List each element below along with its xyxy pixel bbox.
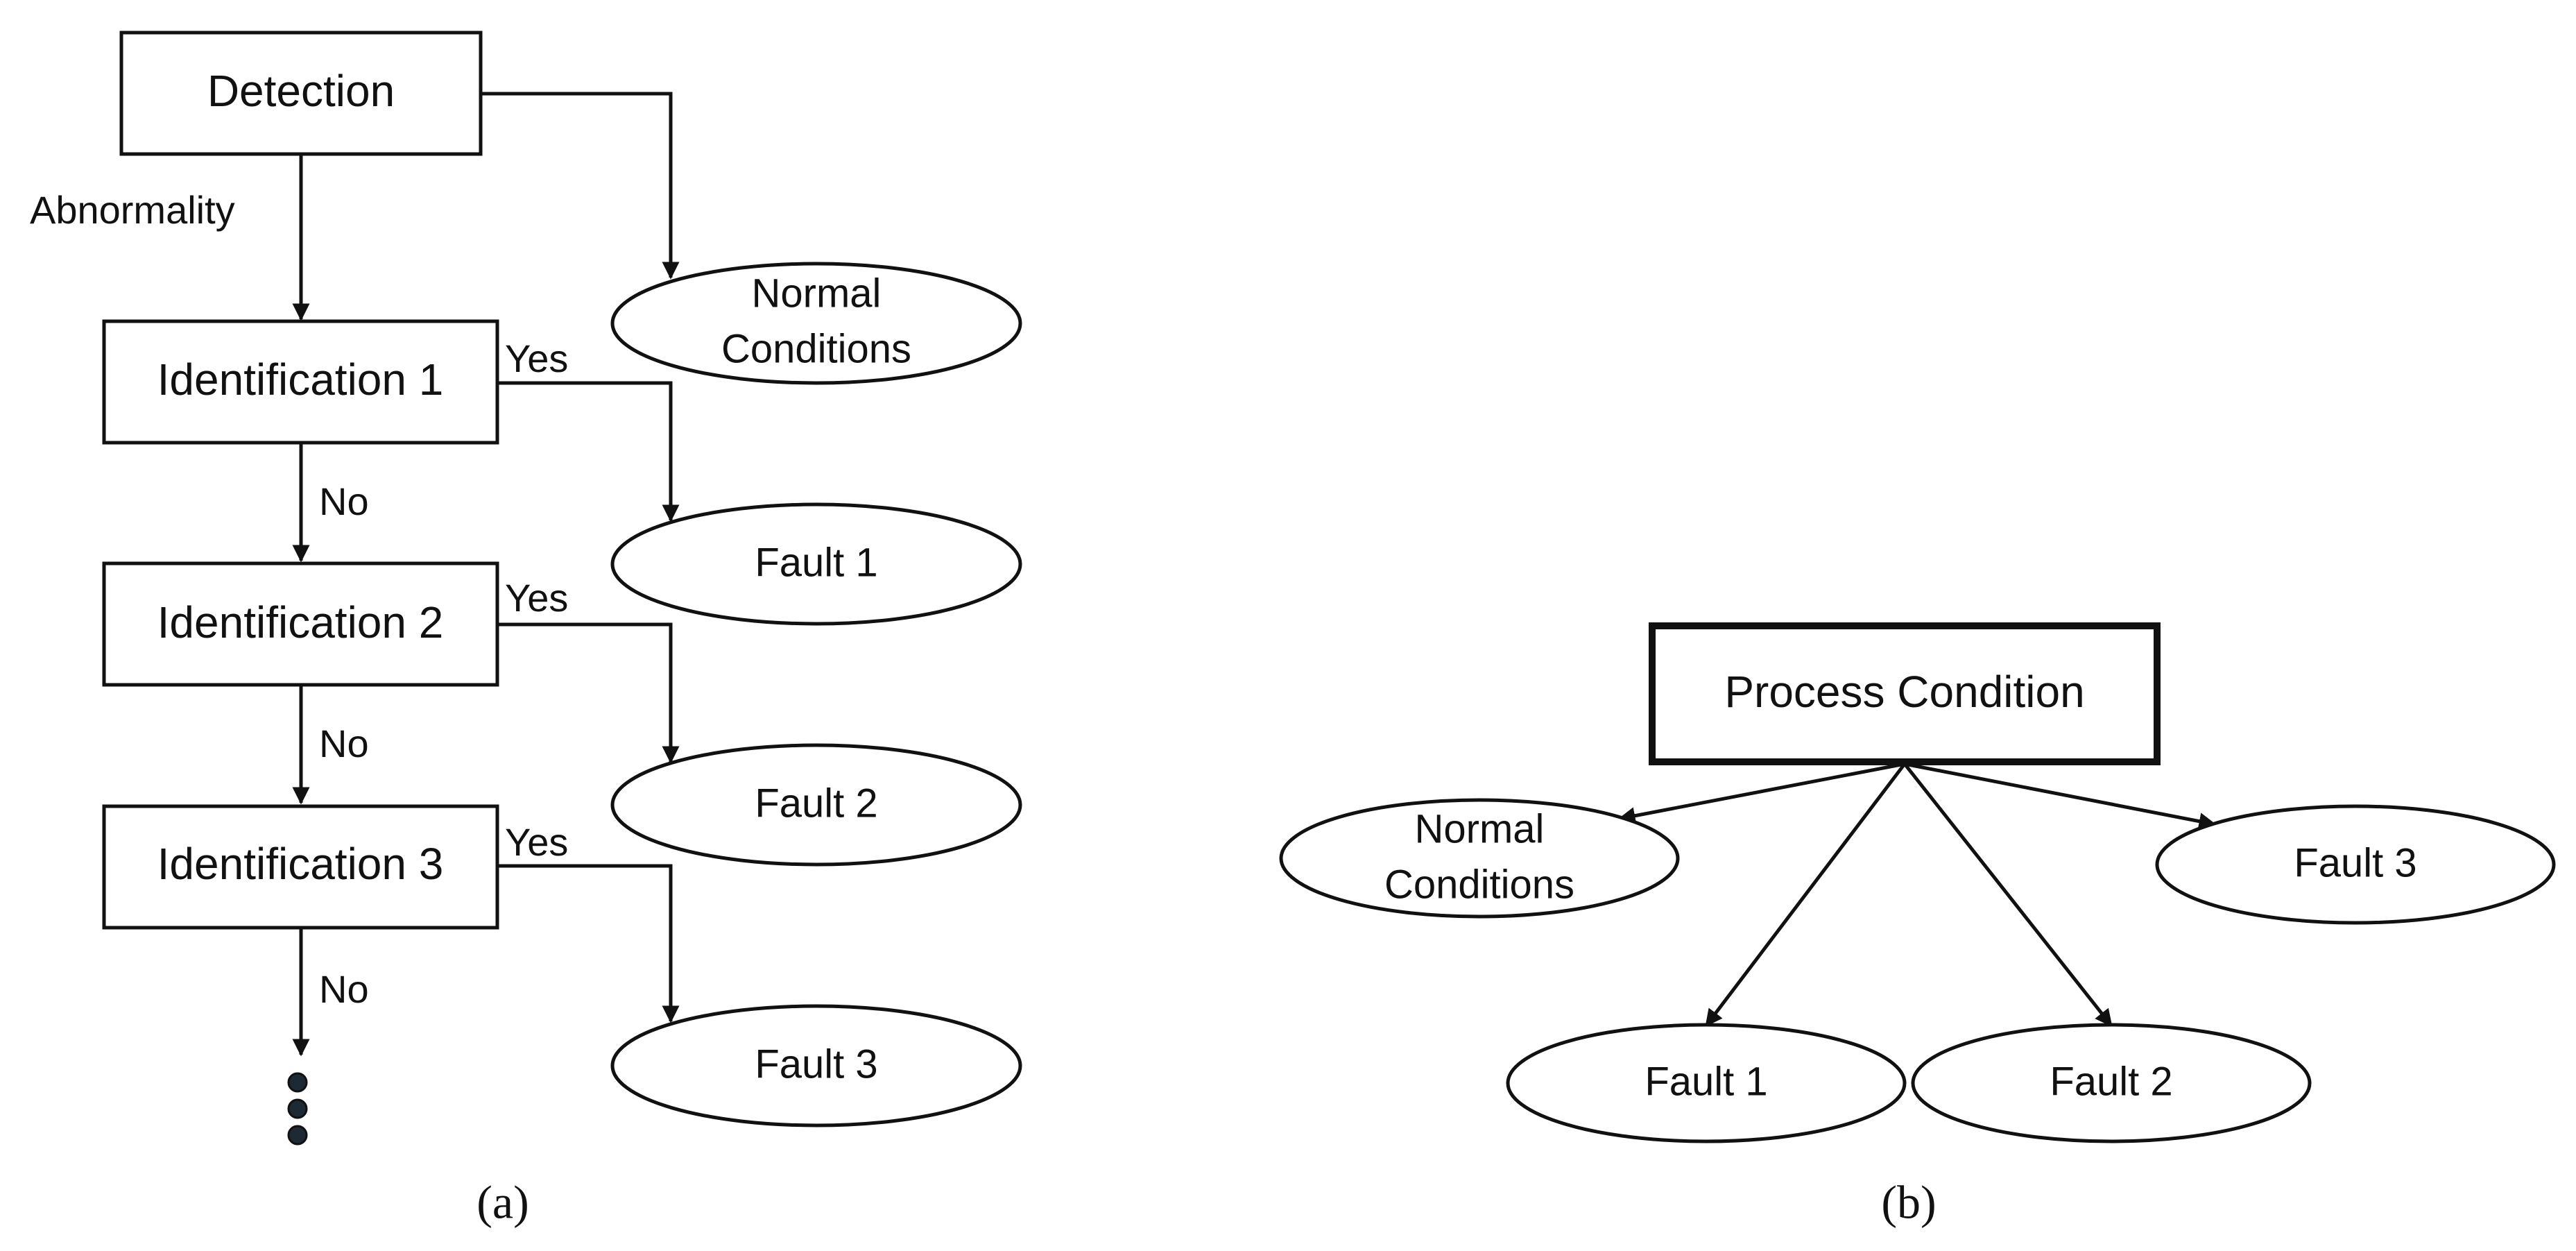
normal-conditions-b-line1: Normal	[1415, 806, 1545, 851]
fault-3-node-a: Fault 3	[610, 1004, 1022, 1127]
panel-a: Detection Abnormality Normal Conditions …	[30, 31, 1022, 1229]
identification-1-label: Identification 1	[157, 355, 444, 405]
yes-edge-label-3: Yes	[505, 820, 568, 864]
identification-1-node: Identification 1	[102, 319, 499, 445]
edge-root-to-normal	[1617, 762, 1905, 825]
edge-root-to-fault-1	[1705, 763, 1906, 1027]
identification-3-node: Identification 3	[102, 804, 499, 930]
fault-3-node-b: Fault 3	[2155, 804, 2556, 925]
abnormality-edge-label: Abnormality	[30, 188, 235, 232]
normal-conditions-label-line1: Normal	[752, 271, 882, 316]
fault-1-label-a: Fault 1	[755, 540, 877, 585]
no-edge-label-2: No	[319, 722, 369, 765]
identification-2-label: Identification 2	[157, 597, 444, 647]
panel-b: Process Condition Normal Conditions Faul…	[1279, 622, 2556, 1229]
normal-conditions-label-line2: Conditions	[721, 326, 911, 371]
fault-1-node-a: Fault 1	[610, 502, 1022, 626]
identification-3-label: Identification 3	[157, 839, 444, 889]
panel-b-caption: (b)	[1881, 1176, 1936, 1229]
no-edge-label-1: No	[319, 479, 369, 523]
panel-a-caption: (a)	[476, 1176, 529, 1229]
normal-conditions-node-a: Normal Conditions	[610, 262, 1022, 385]
normal-conditions-node-b: Normal Conditions	[1279, 798, 1680, 919]
fault-2-node-b: Fault 2	[1911, 1023, 2312, 1143]
detection-node: Detection	[119, 31, 483, 156]
yes-edge-label-1: Yes	[505, 337, 568, 380]
edge-detection-to-normal	[481, 92, 680, 280]
no-edge-label-3: No	[319, 967, 369, 1011]
fault-1-node-b: Fault 1	[1506, 1023, 1907, 1143]
continuation-dots	[287, 1072, 308, 1146]
normal-conditions-b-line2: Conditions	[1384, 862, 1574, 907]
edge-root-to-fault-3	[1904, 762, 2217, 830]
yes-edge-label-2: Yes	[505, 576, 568, 620]
detection-label: Detection	[207, 66, 395, 116]
fault-1-label-b: Fault 1	[1645, 1059, 1767, 1104]
fault-2-label-b: Fault 2	[2050, 1059, 2172, 1104]
process-condition-node: Process Condition	[1649, 622, 2161, 765]
edge-identification-1-to-fault-1	[497, 381, 680, 522]
fault-3-label-a: Fault 3	[755, 1041, 877, 1087]
edge-identification-3-to-fault-3	[497, 864, 680, 1023]
process-condition-label: Process Condition	[1724, 667, 2084, 717]
identification-2-node: Identification 2	[102, 561, 499, 687]
fault-3-label-b: Fault 3	[2294, 840, 2416, 885]
edge-root-to-fault-2	[1903, 763, 2113, 1027]
fault-2-node-a: Fault 2	[610, 743, 1022, 867]
fault-2-label-a: Fault 2	[755, 781, 877, 826]
edge-identification-2-to-fault-2	[497, 622, 680, 764]
